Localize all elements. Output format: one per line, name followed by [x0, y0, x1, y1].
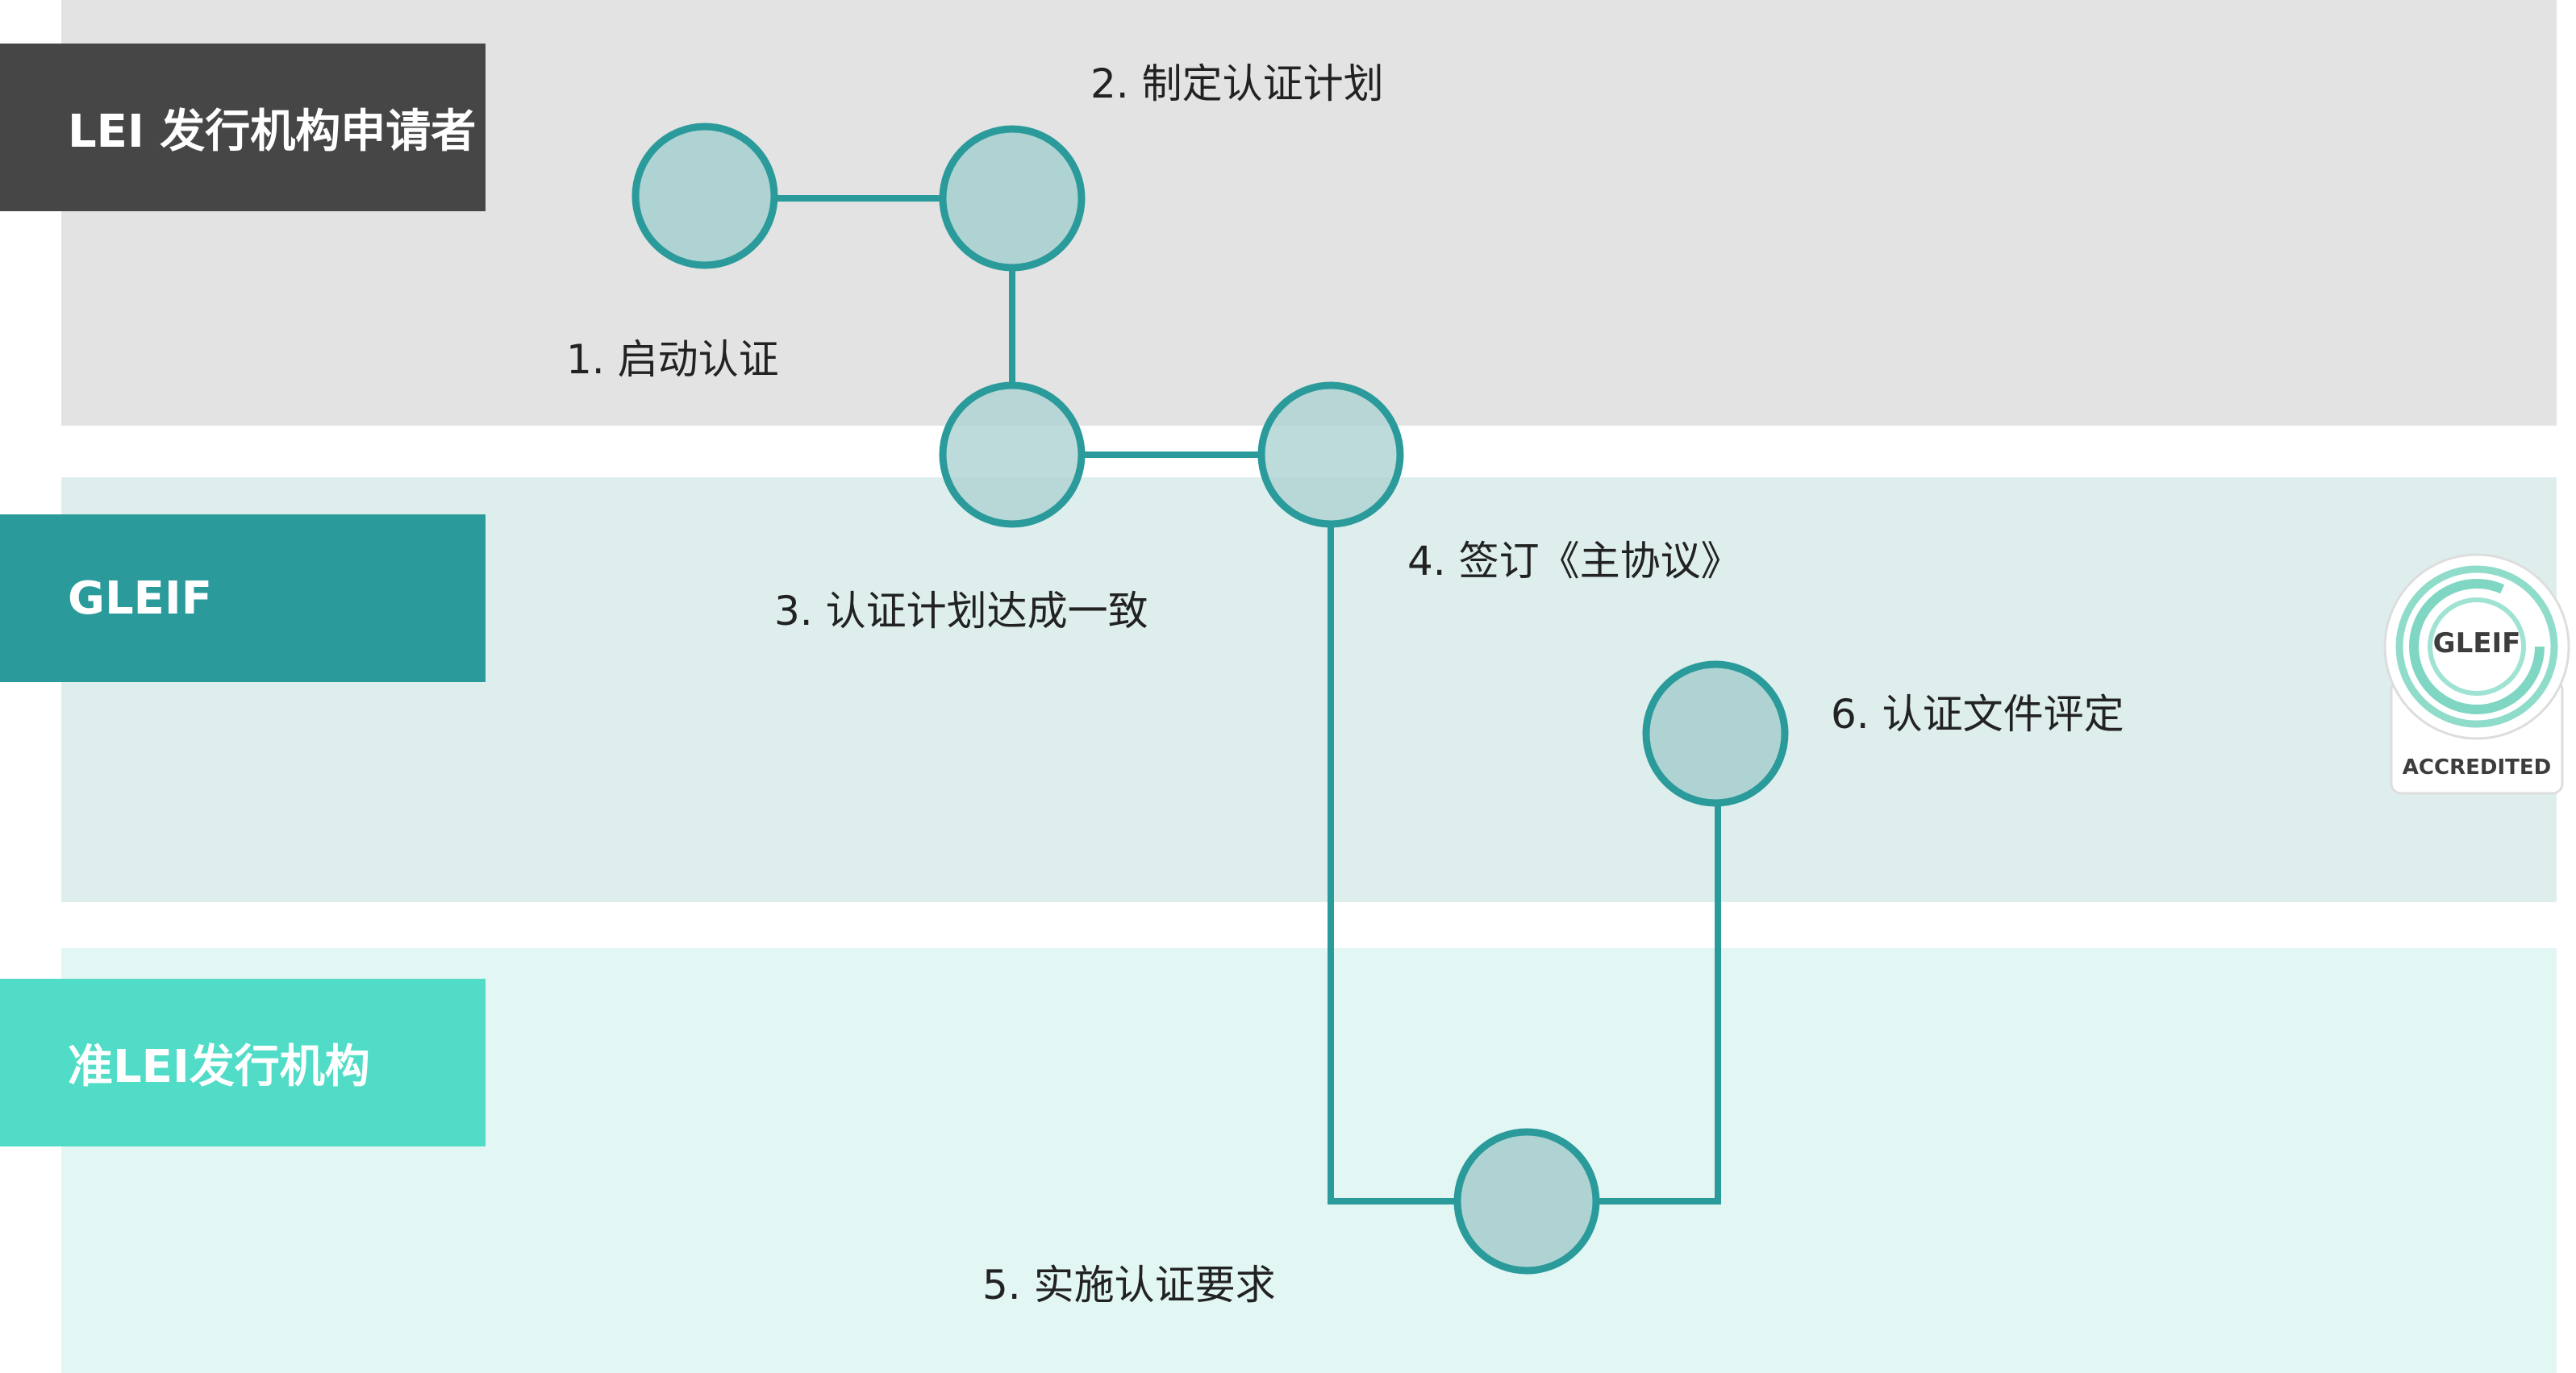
badge-seal-icon	[2383, 553, 2570, 795]
lane-label-applicant: LEI 发行机构申请者	[0, 44, 486, 211]
step-node-6	[1642, 660, 1789, 807]
lane-label-gleif: GLEIF	[0, 514, 486, 682]
gleif-accredited-badge: GLEIF ACCREDITED	[2382, 551, 2572, 801]
step-label-1: 1. 启动认证	[566, 336, 779, 383]
connector-4-5	[1328, 526, 1456, 1204]
lane-label-candidate-issuer: 准LEI发行机构	[0, 979, 486, 1146]
step-node-4	[1257, 381, 1404, 528]
connector-5-6	[1598, 805, 1721, 1204]
badge-gleif-text: GLEIF	[2432, 627, 2521, 659]
step-label-6: 6. 认证文件评定	[1831, 691, 2124, 738]
step-node-5	[1453, 1128, 1600, 1275]
step-label-5: 5. 实施认证要求	[982, 1262, 1276, 1309]
step-node-1	[631, 123, 778, 269]
step-label-2: 2. 制定认证计划	[1090, 60, 1384, 107]
connectors	[702, 195, 1721, 1204]
step-node-2	[939, 125, 1086, 272]
step-label-4: 4. 签订《主协议》	[1407, 538, 1741, 585]
step-node-3	[939, 381, 1086, 528]
step-label-3: 3. 认证计划达成一致	[774, 588, 1148, 634]
badge-accredited-text: ACCREDITED	[2402, 755, 2552, 780]
